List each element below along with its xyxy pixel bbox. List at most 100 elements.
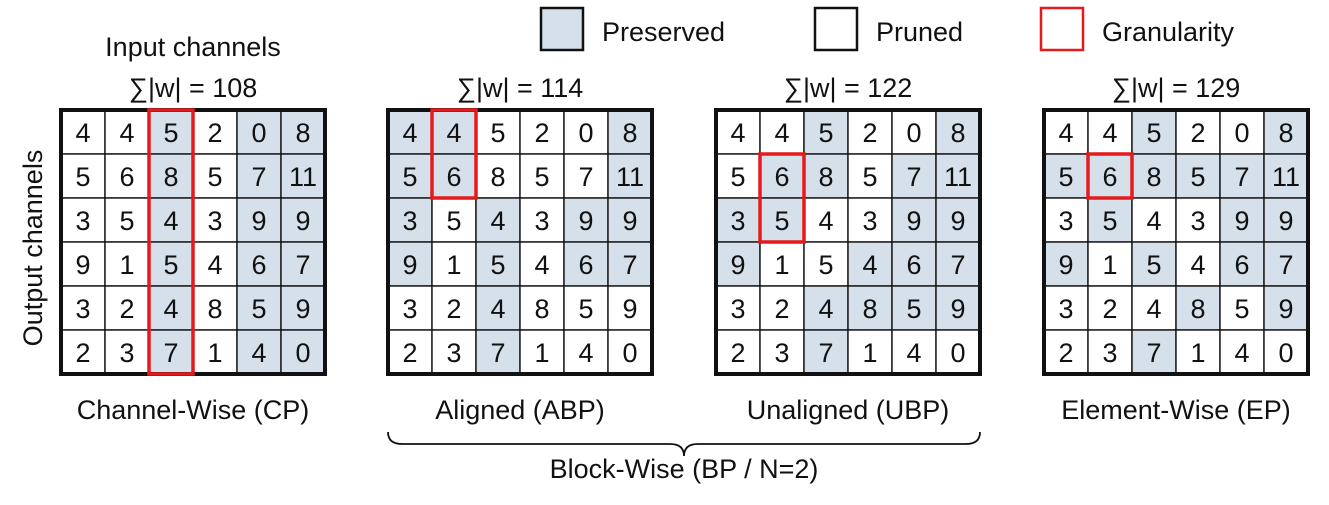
weight-value: 5 (906, 294, 921, 324)
weight-value: 5 (251, 294, 266, 324)
preserved-cell (563, 197, 609, 243)
weight-value: 1 (207, 338, 222, 368)
weight-value: 6 (578, 250, 593, 280)
pruned-cell (847, 109, 893, 155)
weight-value: 7 (578, 162, 593, 192)
legend: Preserved Pruned Granularity (539, 6, 1235, 52)
pruned-cell (519, 329, 565, 375)
weight-value: 7 (818, 338, 833, 368)
panel-caption: Element-Wise (EP) (1061, 395, 1291, 425)
block-wise-brace (387, 431, 981, 457)
weight-value: 9 (1234, 206, 1249, 236)
panel-sum-label: ∑|w| = 108 (129, 73, 258, 103)
weight-value: 4 (1058, 118, 1073, 148)
preserved-cell (1263, 109, 1309, 155)
weight-value: 0 (295, 338, 310, 368)
weight-value: 4 (1190, 250, 1205, 280)
preserved-cell (475, 285, 521, 331)
weight-value: 3 (1058, 294, 1073, 324)
panel-sum-label: ∑|w| = 114 (457, 73, 584, 103)
weight-value: 0 (906, 118, 921, 148)
weight-value: 5 (1190, 162, 1205, 192)
weight-value: 1 (1102, 250, 1117, 280)
weight-value: 2 (75, 338, 90, 368)
weight-value: 1 (862, 338, 877, 368)
pruned-cell (1175, 197, 1221, 243)
pruned-cell (1087, 329, 1133, 375)
preserved-cell (803, 285, 849, 331)
legend-preserved-label: Preserved (602, 17, 725, 47)
weight-value: 3 (75, 294, 90, 324)
weight-value: 9 (402, 250, 417, 280)
weight-value: 3 (402, 206, 417, 236)
weight-value: 7 (163, 338, 178, 368)
weight-value: 0 (950, 338, 965, 368)
weight-value: 9 (1278, 294, 1293, 324)
weight-value: 5 (1146, 250, 1161, 280)
weight-value: 2 (119, 294, 134, 324)
pruned-cell (1087, 109, 1133, 155)
weight-value: 0 (622, 338, 637, 368)
weight-value: 5 (534, 162, 549, 192)
weight-value: 5 (1102, 206, 1117, 236)
granularity-highlight (430, 108, 478, 200)
weight-value: 4 (862, 250, 877, 280)
weight-value: 3 (1102, 338, 1117, 368)
panel-sum-label: ∑|w| = 129 (1112, 73, 1241, 103)
weight-value: 1 (774, 250, 789, 280)
preserved-cell (280, 109, 326, 155)
weight-value: 5 (1058, 162, 1073, 192)
preserved-cell (1087, 153, 1133, 199)
weight-value: 7 (251, 162, 266, 192)
pruned-cell (563, 329, 609, 375)
pruned-cell (104, 241, 150, 287)
preserved-cell (1263, 241, 1309, 287)
weight-value: 8 (622, 118, 637, 148)
panel-caption: Aligned (ABP) (435, 395, 605, 425)
pruned-cell (847, 329, 893, 375)
weight-value: 4 (578, 338, 593, 368)
weight-value: 1 (1190, 338, 1205, 368)
weight-value: 9 (906, 206, 921, 236)
weight-value: 3 (862, 206, 877, 236)
weight-value: 9 (1058, 250, 1073, 280)
weight-value: 2 (774, 294, 789, 324)
weight-value: 6 (774, 162, 789, 192)
matrix-border (714, 108, 982, 376)
weight-value: 6 (1234, 250, 1249, 280)
pruned-cell (60, 329, 106, 375)
weight-value: 5 (818, 118, 833, 148)
weight-value: 4 (490, 206, 505, 236)
weight-value: 2 (402, 338, 417, 368)
weight-value: 4 (490, 294, 505, 324)
legend-pruned-label: Pruned (876, 17, 963, 47)
weight-value: 8 (534, 294, 549, 324)
preserved-cell (431, 109, 477, 155)
weight-value: 11 (289, 162, 317, 192)
weight-value: 4 (1102, 118, 1117, 148)
weight-value: 2 (862, 118, 877, 148)
weight-value: 2 (207, 118, 222, 148)
preserved-cell (1263, 153, 1309, 199)
preserved-cell (847, 241, 893, 287)
preserved-cell (387, 109, 433, 155)
weight-value: 8 (163, 162, 178, 192)
weight-value: 5 (818, 250, 833, 280)
weight-value: 9 (295, 206, 310, 236)
weight-value: 5 (774, 206, 789, 236)
weight-value: 8 (1146, 162, 1161, 192)
preserved-cell (387, 153, 433, 199)
weight-value: 5 (490, 250, 505, 280)
weight-value: 9 (251, 206, 266, 236)
weight-value: 4 (534, 250, 549, 280)
preserved-cell (1131, 329, 1177, 375)
legend-granularity-label: Granularity (1102, 17, 1235, 47)
weight-value: 5 (1234, 294, 1249, 324)
weight-value: 3 (774, 338, 789, 368)
preserved-cell (563, 241, 609, 287)
weight-value: 7 (1234, 162, 1249, 192)
legend-pruned-swatch (813, 6, 859, 52)
preserved-cell (431, 153, 477, 199)
panel-sum-label: ∑|w| = 122 (784, 73, 913, 103)
